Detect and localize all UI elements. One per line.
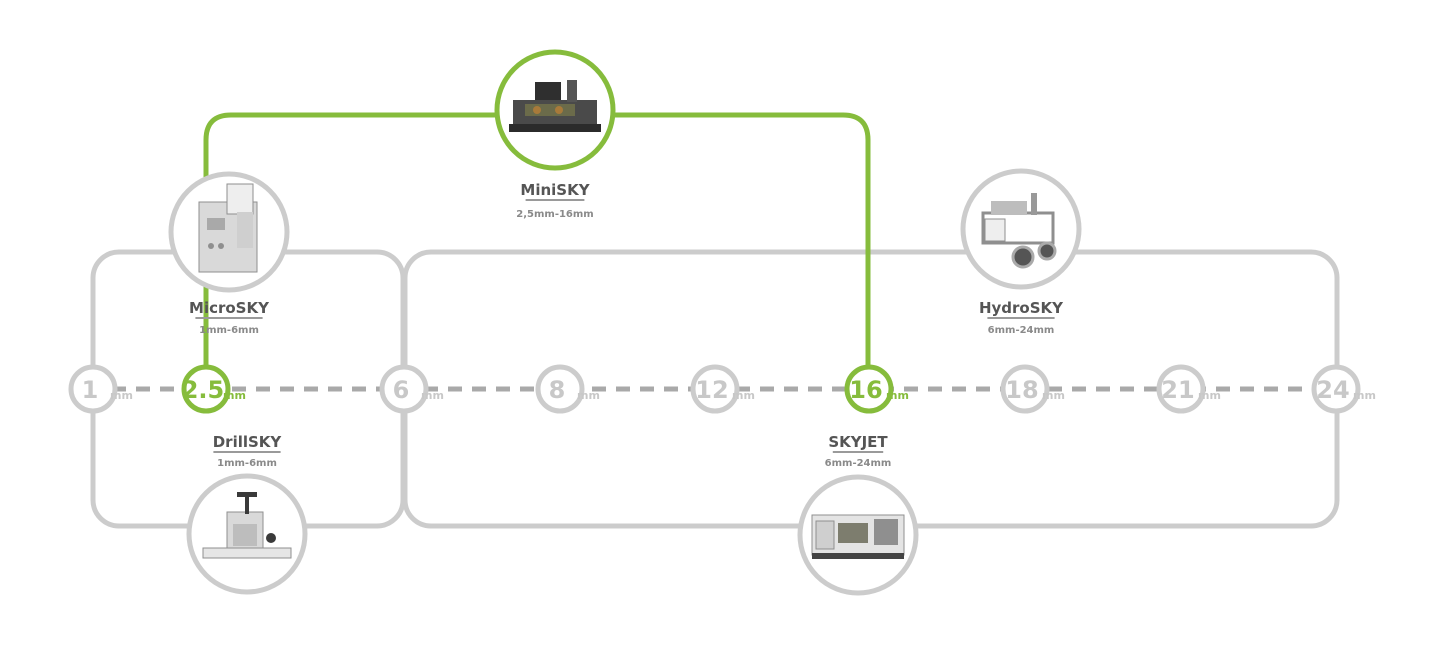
size-stop-ring: [1000, 364, 1050, 414]
size-stop-1[interactable]: 1 mm: [68, 364, 133, 414]
size-stop-value: 12: [695, 376, 728, 404]
drillsky-machine-icon: [202, 492, 292, 559]
product-range: 1mm-6mm: [199, 325, 259, 336]
product-name[interactable]: SKYJET: [828, 433, 888, 451]
size-stop-ring: [379, 364, 429, 414]
product-range: 6mm-24mm: [988, 325, 1055, 336]
size-stop-ring: [844, 364, 894, 414]
size-stop-ring: [535, 364, 585, 414]
product-skyjet[interactable]: SKYJET 6mm-24mm: [797, 433, 919, 596]
size-stop-ring: [68, 364, 118, 414]
size-stop-12[interactable]: 12 mm: [690, 364, 755, 414]
size-stop-2-5[interactable]: 2.5mm: [181, 364, 246, 414]
size-stop-ring: [181, 364, 231, 414]
size-stop-unit: mm: [1353, 389, 1376, 402]
size-stop-16[interactable]: 16 mm: [844, 364, 909, 414]
hydrosky-machine-icon: [981, 193, 1057, 269]
product-drillsky[interactable]: DrillSKY 1mm-6mm: [186, 433, 308, 595]
product-range: 2,5mm-16mm: [516, 209, 593, 220]
minisky-machine-icon: [509, 80, 601, 132]
size-stop-value: 24: [1316, 376, 1349, 404]
size-stop-value: 8: [549, 376, 566, 404]
size-stop-ring: [690, 364, 740, 414]
product-name[interactable]: HydroSKY: [979, 299, 1064, 317]
product-range: 6mm-24mm: [825, 458, 892, 469]
size-stop-ring: [1156, 364, 1206, 414]
microsky-machine-icon: [198, 183, 258, 273]
size-stop-value: 21: [1161, 376, 1194, 404]
size-stop-unit: mm: [886, 389, 909, 402]
size-stop-value: 6: [393, 376, 410, 404]
product-name[interactable]: MiniSKY: [520, 181, 590, 199]
size-stop-value: 16: [849, 376, 882, 404]
size-stop-21[interactable]: 21 mm: [1156, 364, 1221, 414]
size-stop-unit: mm: [1198, 389, 1221, 402]
size-stop-unit: mm: [110, 389, 133, 402]
size-stop-unit: mm: [732, 389, 755, 402]
size-stop-6[interactable]: 6 mm: [379, 364, 444, 414]
product-name[interactable]: DrillSKY: [213, 433, 283, 451]
product-microsky[interactable]: MicroSKY 1mm-6mm: [168, 171, 290, 336]
skyjet-machine-icon: [811, 514, 905, 559]
size-stop-value: 2.5: [182, 376, 225, 404]
product-name[interactable]: MicroSKY: [189, 299, 270, 317]
size-stop-8[interactable]: 8 mm: [535, 364, 600, 414]
size-stop-24[interactable]: 24 mm: [1311, 364, 1376, 414]
size-stop-18[interactable]: 18 mm: [1000, 364, 1065, 414]
size-stop-unit: mm: [1042, 389, 1065, 402]
product-range: 1mm-6mm: [217, 458, 277, 469]
size-stop-unit: mm: [223, 389, 246, 402]
size-stop-ring: [1311, 364, 1361, 414]
size-stop-unit: mm: [421, 389, 444, 402]
product-minisky[interactable]: MiniSKY 2,5mm-16mm: [494, 49, 616, 220]
product-circle: [960, 168, 1082, 290]
size-stop-value: 18: [1005, 376, 1038, 404]
size-stop-unit: mm: [577, 389, 600, 402]
size-stop-value: 1: [82, 376, 99, 404]
product-hydrosky[interactable]: HydroSKY 6mm-24mm: [960, 168, 1082, 336]
